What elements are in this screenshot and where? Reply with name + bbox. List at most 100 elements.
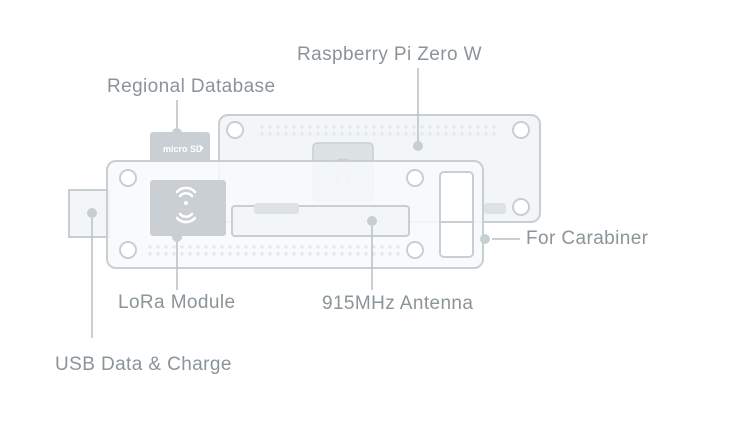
header-pin-dot xyxy=(268,245,272,249)
header-pin-dot xyxy=(188,252,192,256)
header-pin-dot xyxy=(260,252,264,256)
header-pin-dot xyxy=(364,252,368,256)
header-pin-dot xyxy=(196,245,200,249)
header-pin-dot xyxy=(308,245,312,249)
header-pin-dot xyxy=(244,245,248,249)
callout-dot xyxy=(367,216,377,226)
header-pin-dot xyxy=(220,252,224,256)
front-mount-hole xyxy=(119,241,137,259)
header-pin-dot xyxy=(348,132,352,136)
header-pin-dot xyxy=(436,125,440,129)
header-pin-dot xyxy=(444,125,448,129)
front-board xyxy=(106,160,484,269)
header-pin-dot xyxy=(196,252,200,256)
header-pin-dot xyxy=(476,125,480,129)
callout-dot xyxy=(413,141,423,151)
header-pin-dot xyxy=(348,252,352,256)
header-pin-dot xyxy=(388,132,392,136)
header-pin-dot xyxy=(436,132,440,136)
header-pin-dot xyxy=(284,252,288,256)
header-pin-dot xyxy=(228,252,232,256)
header-pin-dot xyxy=(340,125,344,129)
label-antenna: 915MHz Antenna xyxy=(322,293,474,314)
header-pin-dot xyxy=(300,252,304,256)
header-pin-dot xyxy=(268,125,272,129)
callout-dot xyxy=(87,208,97,218)
header-pin-dot xyxy=(380,245,384,249)
callout-dot xyxy=(480,234,490,244)
header-pin-dot xyxy=(252,252,256,256)
header-pin-dot xyxy=(276,252,280,256)
header-pin-dot xyxy=(468,125,472,129)
micro-sd-card: micro SD xyxy=(150,132,210,162)
pi-mount-hole xyxy=(512,198,530,216)
header-pin-dot xyxy=(476,132,480,136)
header-pin-dot xyxy=(420,125,424,129)
header-pin-dot xyxy=(380,125,384,129)
header-pin-dot xyxy=(412,125,416,129)
pi-connector xyxy=(484,203,506,214)
header-pin-dot xyxy=(396,245,400,249)
leader-lines xyxy=(87,68,520,338)
header-pin-dot xyxy=(164,245,168,249)
header-pin-dot xyxy=(300,132,304,136)
header-pin-dot xyxy=(276,125,280,129)
header-pin-dot xyxy=(260,132,264,136)
header-pin-dot xyxy=(276,245,280,249)
pi-mount-hole xyxy=(226,121,244,139)
header-pin-dot xyxy=(388,125,392,129)
header-pin-dot xyxy=(348,245,352,249)
callout-dot xyxy=(172,128,182,138)
carabiner-loop xyxy=(439,171,474,258)
front-mount-hole xyxy=(406,241,424,259)
header-pin-dot xyxy=(236,252,240,256)
header-pin-dot xyxy=(268,252,272,256)
header-pin-dot xyxy=(268,132,272,136)
header-pin-dot xyxy=(188,245,192,249)
header-pin-dot xyxy=(172,245,176,249)
antenna-connector xyxy=(254,203,299,214)
header-pin-dot xyxy=(412,132,416,136)
label-regional-database: Regional Database xyxy=(107,76,276,97)
header-pin-dot xyxy=(356,245,360,249)
header-pin-dot xyxy=(356,252,360,256)
front-header-dots xyxy=(148,245,400,256)
header-pin-dot xyxy=(396,125,400,129)
header-pin-dot xyxy=(364,132,368,136)
header-pin-dot xyxy=(316,252,320,256)
header-pin-dot xyxy=(460,125,464,129)
header-pin-dot xyxy=(236,245,240,249)
label-usb: USB Data & Charge xyxy=(55,354,232,375)
header-pin-dot xyxy=(180,252,184,256)
header-pin-dot xyxy=(332,125,336,129)
header-pin-dot xyxy=(372,245,376,249)
header-pin-dot xyxy=(244,252,248,256)
label-for-carabiner: For Carabiner xyxy=(526,228,649,249)
header-pin-dot xyxy=(292,125,296,129)
callout-dot xyxy=(172,232,182,242)
header-pin-dot xyxy=(332,252,336,256)
sd-card-text: micro SD xyxy=(163,144,203,154)
header-pin-dot xyxy=(396,132,400,136)
header-pin-dot xyxy=(252,245,256,249)
header-pin-dot xyxy=(308,125,312,129)
header-pin-dot xyxy=(316,132,320,136)
header-pin-dot xyxy=(492,125,496,129)
header-pin-dot xyxy=(292,245,296,249)
header-pin-dot xyxy=(180,245,184,249)
header-pin-dot xyxy=(348,125,352,129)
header-pin-dot xyxy=(164,252,168,256)
header-pin-dot xyxy=(316,245,320,249)
header-pin-dot xyxy=(484,132,488,136)
header-pin-dot xyxy=(356,125,360,129)
header-pin-dot xyxy=(404,125,408,129)
header-pin-dot xyxy=(364,245,368,249)
header-pin-dot xyxy=(396,252,400,256)
label-raspberry-pi: Raspberry Pi Zero W xyxy=(297,44,482,65)
header-pin-dot xyxy=(308,252,312,256)
header-pin-dot xyxy=(292,252,296,256)
header-pin-dot xyxy=(340,132,344,136)
front-mount-hole xyxy=(406,169,424,187)
header-pin-dot xyxy=(420,132,424,136)
header-pin-dot xyxy=(452,132,456,136)
